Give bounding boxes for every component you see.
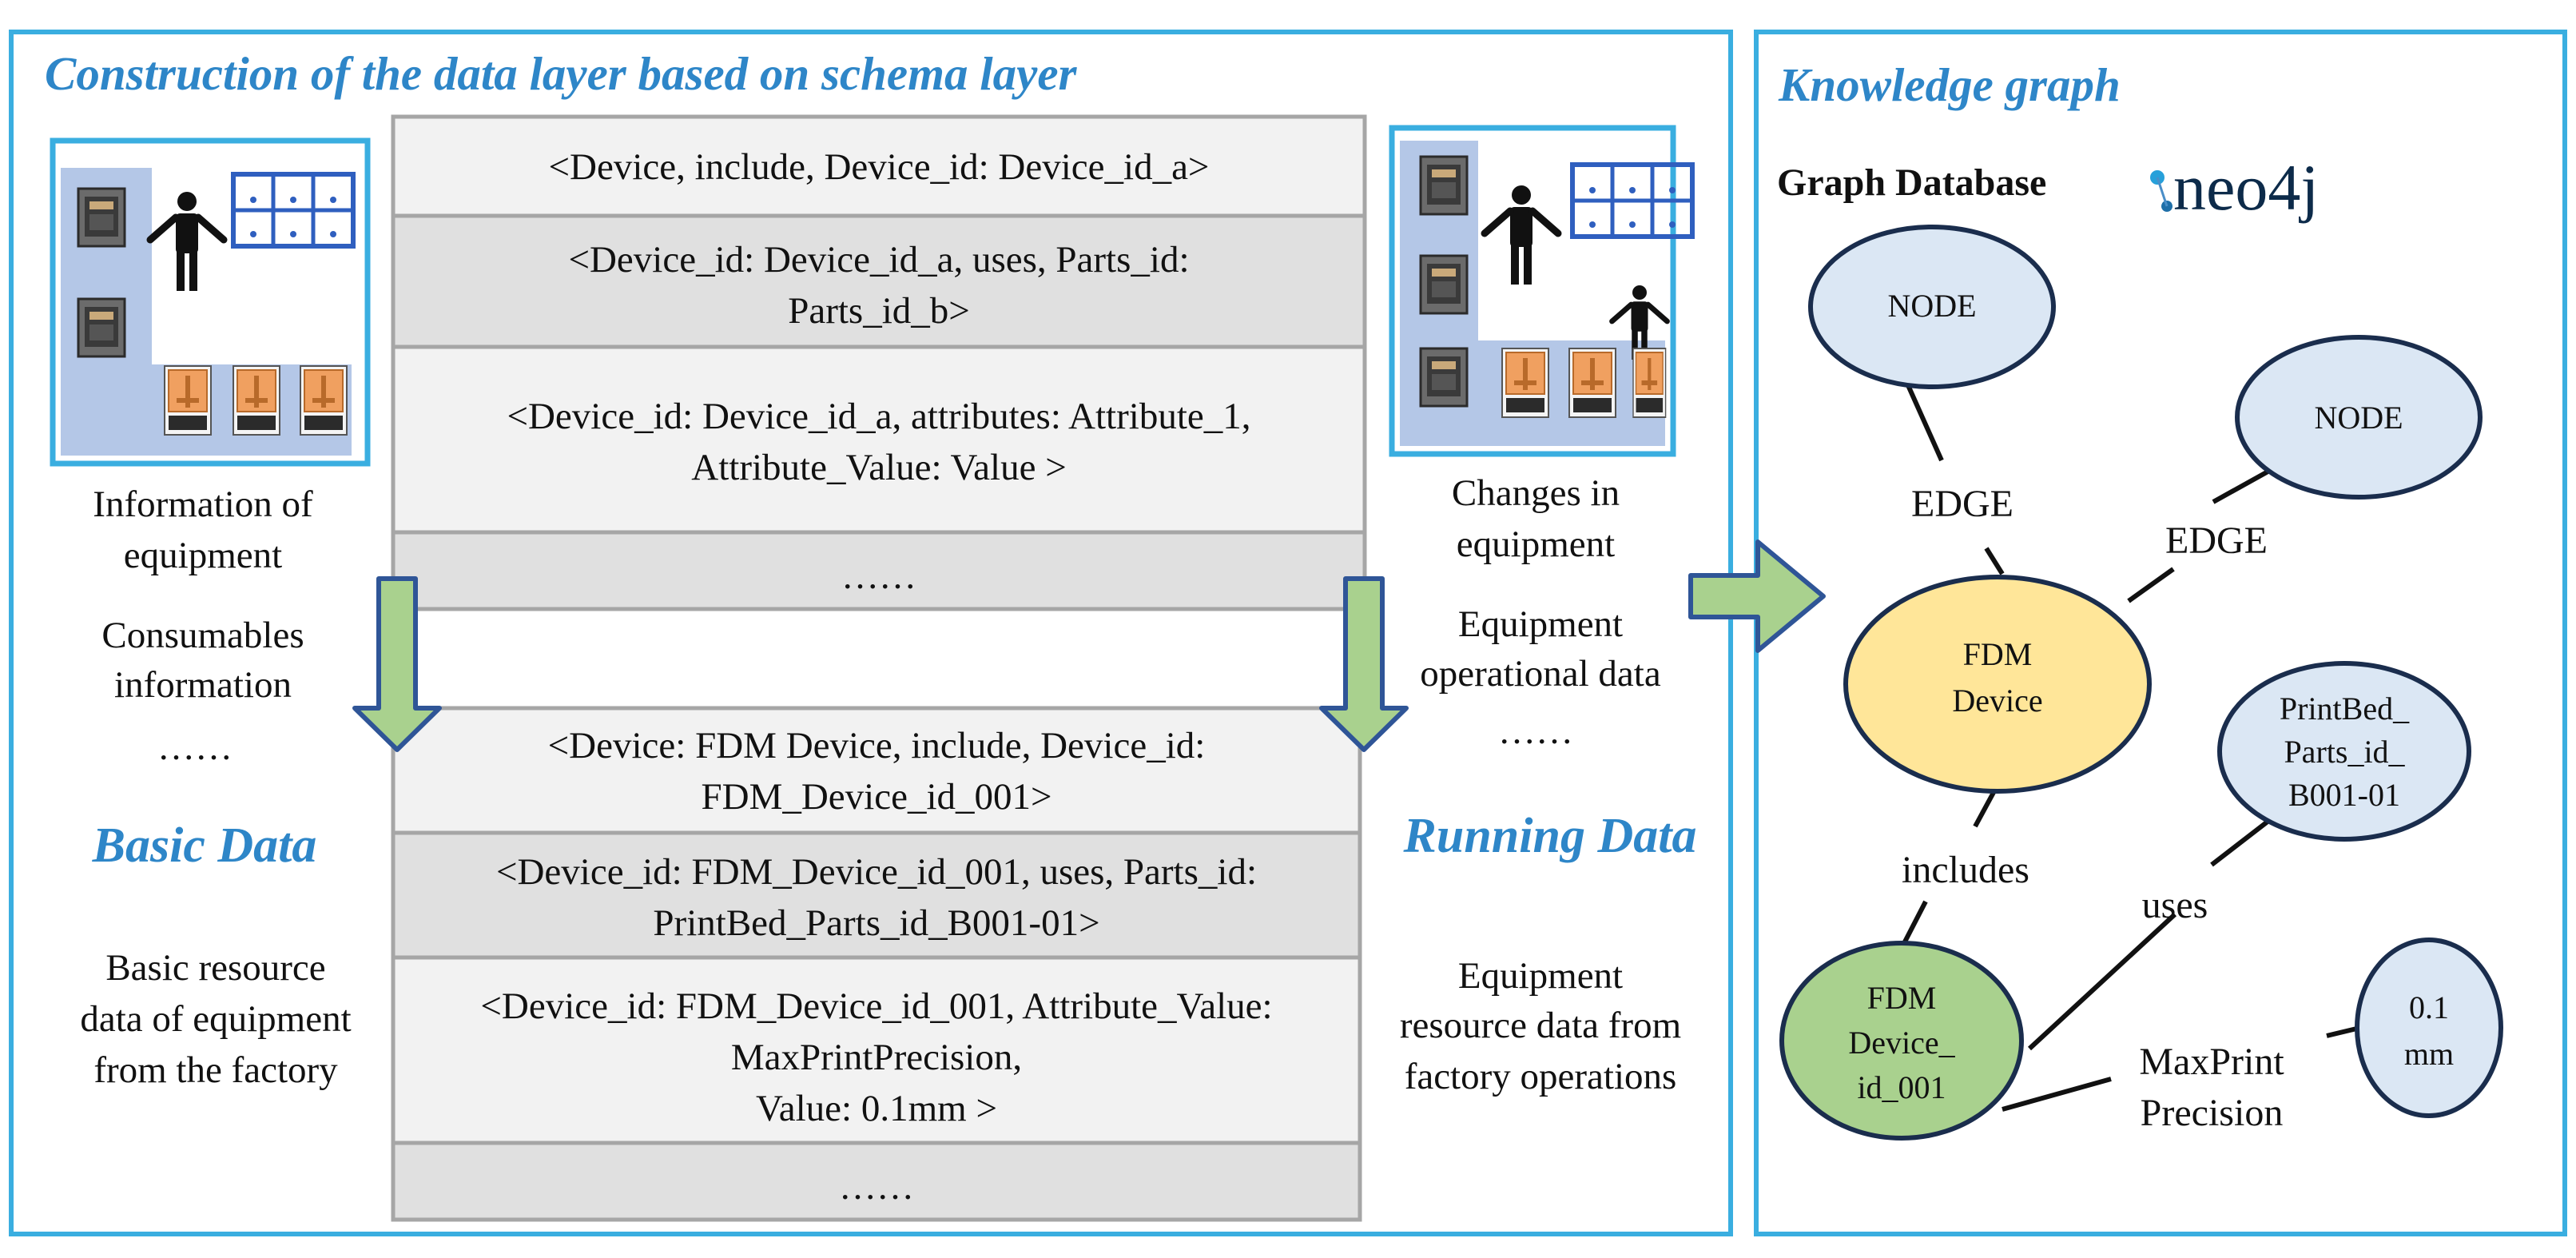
edge-line-node2-down: [2127, 567, 2175, 603]
data-row-4-line-1: ……: [839, 1166, 914, 1208]
fdm-device-node-shape: [1843, 575, 2152, 794]
changes-label-line-2: equipment: [1457, 524, 1615, 565]
edge-label-uses: uses: [2142, 884, 2208, 926]
info-label-line-1: Information of: [93, 484, 313, 525]
basic-line-1: Basic resource: [105, 947, 325, 989]
node-1-shape: [1808, 225, 2056, 389]
edge-line-node1-up: [1906, 384, 1944, 462]
edge-line-node2-up: [2212, 468, 2272, 504]
edge-label-includes: includes: [1902, 849, 2029, 891]
data-row-3-line-3: Value: 0.1mm >: [756, 1088, 997, 1129]
data-row-1-line-2: FDM_Device_id_001>: [701, 776, 1051, 818]
precision-node-shape: [2355, 938, 2503, 1118]
data-row-2-line-1: <Device_id: FDM_Device_id_001, uses, Par…: [496, 851, 1257, 893]
basic-line-2: data of equipment: [80, 998, 351, 1040]
equipment-illustration-right: [1389, 125, 1692, 457]
printbed-node-line-2: Parts_id_: [2284, 734, 2405, 770]
fdm-device-id-node-line-1: FDM: [1867, 980, 1937, 1016]
graph-edges: [1898, 384, 2367, 1112]
right-panel-title: Knowledge graph: [1778, 58, 2121, 111]
basic-line-3: from the factory: [93, 1049, 338, 1091]
operational-label-line-1: Equipment: [1458, 603, 1623, 645]
edge-label-2: EDGE: [2165, 520, 2268, 562]
schema-row-2-line-1: <Device_id: Device_id_a, uses, Parts_id:: [568, 239, 1189, 281]
left-panel-title: Construction of the data layer based on …: [45, 47, 1078, 100]
right-arrow: [1688, 539, 1826, 653]
running-line-2: resource data from: [1400, 1005, 1681, 1046]
neo4j-logo-text: neo4j: [2173, 151, 2319, 224]
data-row-3-line-1: <Device_id: FDM_Device_id_001, Attribute…: [480, 985, 1272, 1027]
running-data-title: Running Data: [1402, 809, 1696, 863]
fdm-device-node-line-2: Device: [1952, 683, 2042, 719]
data-row-3-line-2: MaxPrintPrecision,: [731, 1037, 1022, 1078]
edge-label-maxprint-line-2: Precision: [2141, 1092, 2284, 1134]
edge-label-maxprint-line-1: MaxPrint: [2139, 1041, 2284, 1083]
edge-line-uses-up: [2210, 819, 2269, 867]
operational-label-line-2: operational data: [1420, 653, 1661, 695]
printbed-node-line-1: PrintBed_: [2280, 691, 2410, 727]
fdm-device-id-node-line-2: Device_: [1848, 1025, 1955, 1061]
fdm-device-id-node-shape: [1779, 941, 2024, 1141]
changes-label-line-1: Changes in: [1452, 472, 1620, 514]
edge-line-node1-down: [1984, 547, 2005, 575]
consumables-label-line-1: Consumables: [101, 615, 304, 656]
graph-database-label: Graph Database: [1777, 161, 2046, 204]
edge-line-precision-left: [2002, 1077, 2112, 1112]
left-ellipsis: ……: [157, 727, 233, 768]
neo4j-logo: neo4j: [2150, 151, 2319, 224]
down-arrow-left: [352, 576, 442, 752]
down-arrow-right: [1319, 576, 1409, 752]
printbed-node-line-3: B001-01: [2288, 777, 2400, 813]
right-labels: Changes in equipment Equipment operation…: [1400, 472, 1681, 1097]
printbed-node-shape: [2217, 661, 2471, 842]
edge-label-1: EDGE: [1911, 483, 2013, 525]
node-1-label: NODE: [1887, 288, 1976, 324]
schema-layer-table: <Device, include, Device_id: Device_id_a…: [391, 114, 1367, 611]
schema-row-3-line-1: <Device_id: Device_id_a, attributes: Att…: [507, 396, 1250, 437]
info-label-line-2: equipment: [124, 535, 282, 576]
schema-row-2-line-2: Parts_id_b>: [788, 290, 970, 332]
left-labels: Information of equipment Consumables inf…: [80, 484, 351, 1091]
graph-nodes: NODE NODE FDM Device FDM Device_ id_001 …: [1779, 225, 2503, 1141]
data-row-2-line-2: PrintBed_Parts_id_B001-01>: [653, 902, 1099, 944]
edge-line-uses-down: [2027, 912, 2177, 1051]
node-2-label: NODE: [2314, 400, 2403, 436]
schema-row-1-line-1: <Device, include, Device_id: Device_id_a…: [549, 146, 1210, 188]
schema-row-3-line-2: Attribute_Value: Value >: [691, 447, 1066, 488]
node-2-shape: [2235, 335, 2483, 500]
left-panel-border: [9, 30, 1733, 1236]
basic-data-title: Basic Data: [92, 818, 317, 873]
fdm-device-id-node-line-3: id_001: [1857, 1069, 1946, 1105]
schema-row-4-line-1: ……: [841, 555, 916, 597]
running-line-3: factory operations: [1405, 1056, 1677, 1097]
consumables-label-line-2: information: [114, 664, 292, 706]
running-line-1: Equipment: [1458, 955, 1623, 997]
data-row-1-line-1: <Device: FDM Device, include, Device_id:: [548, 725, 1206, 766]
edge-labels: EDGE EDGE includes uses MaxPrint Precisi…: [1902, 483, 2284, 1134]
right-ellipsis: ……: [1498, 711, 1573, 752]
data-layer-table: <Device: FDM Device, include, Device_id:…: [391, 706, 1362, 1222]
precision-node-line-2: mm: [2404, 1036, 2454, 1072]
equipment-illustration-left: [50, 137, 371, 467]
fdm-device-node-line-1: FDM: [1963, 636, 2033, 672]
precision-node-line-1: 0.1: [2409, 989, 2449, 1025]
edge-line-includes-up: [1973, 786, 1998, 828]
